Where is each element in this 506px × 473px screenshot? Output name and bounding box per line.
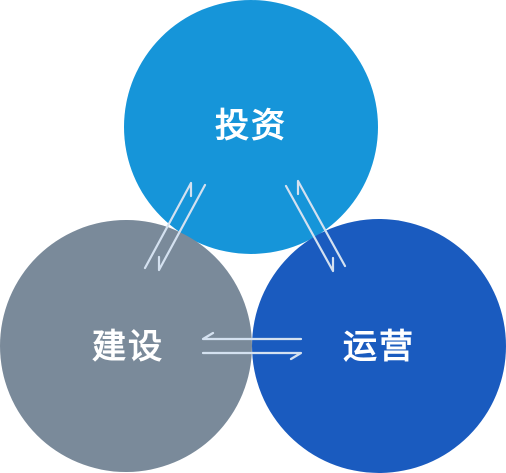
arrow-invest-operate	[284, 179, 347, 273]
operate-label: 运营	[343, 327, 415, 367]
arrow-build-operate	[201, 331, 303, 361]
build-label: 建设	[92, 327, 164, 367]
arrow-build-invest	[143, 181, 207, 272]
invest-label: 投资	[215, 106, 287, 146]
operate-circle	[252, 219, 506, 473]
build-circle	[0, 220, 252, 472]
invest-circle	[124, 0, 378, 254]
